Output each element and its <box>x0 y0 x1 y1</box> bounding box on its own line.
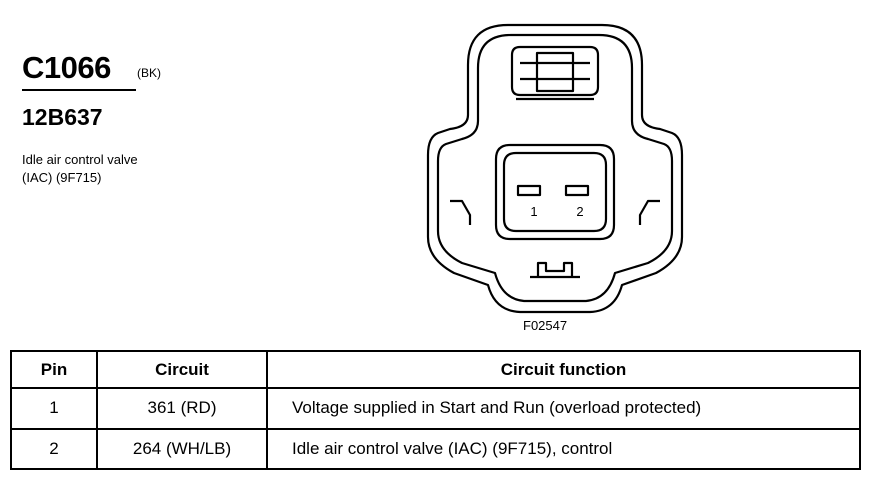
part-number: 12B637 <box>22 104 103 130</box>
connector-id: C1066 <box>22 50 111 85</box>
description-line-2: (IAC) (9F715) <box>22 170 102 185</box>
connector-inner-shell <box>436 33 674 303</box>
keying-notch <box>536 261 574 277</box>
header-pin: Pin <box>10 350 98 389</box>
locking-latch-icon <box>510 45 600 97</box>
figure-id: F02547 <box>523 318 568 333</box>
title-divider <box>22 89 136 91</box>
table-header-row: Pin Circuit Circuit function <box>10 350 861 389</box>
connector-face-drawing: 1 2 <box>426 23 684 314</box>
pin-label-2: 2 <box>576 204 583 219</box>
pin-housing-inner <box>502 151 608 233</box>
circuit-function-cell: Idle air control valve (IAC) (9F715), co… <box>266 427 861 470</box>
table-row: 2 264 (WH/LB) Idle air control valve (IA… <box>10 427 861 470</box>
header-circuit-function: Circuit function <box>266 350 861 389</box>
pinout-table: Pin Circuit Circuit function 1 361 (RD) … <box>10 350 861 470</box>
pin-cell: 2 <box>10 427 98 470</box>
pin-housing-outer <box>494 143 616 241</box>
circuit-cell: 361 (RD) <box>96 387 268 430</box>
pin-cell: 1 <box>10 387 98 430</box>
circuit-function-cell: Voltage supplied in Start and Run (overl… <box>266 387 861 430</box>
description-line-1: Idle air control valve <box>22 152 138 167</box>
connector-outer-shell <box>426 23 684 314</box>
pin-cavity-2 <box>564 184 590 197</box>
header-circuit: Circuit <box>96 350 268 389</box>
pin-label-1: 1 <box>530 204 537 219</box>
color-code: (BK) <box>137 66 161 80</box>
pin-cavity-1 <box>516 184 542 197</box>
circuit-cell: 264 (WH/LB) <box>96 427 268 470</box>
table-row: 1 361 (RD) Voltage supplied in Start and… <box>10 387 861 430</box>
